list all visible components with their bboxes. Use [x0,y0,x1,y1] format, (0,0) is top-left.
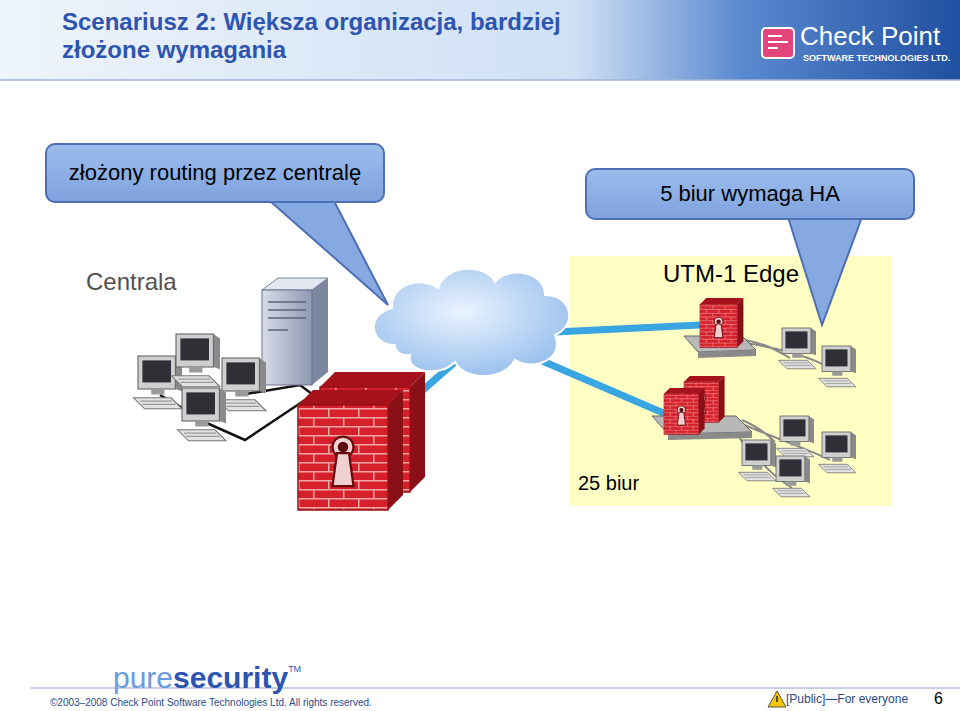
brand-text: pure [113,661,173,696]
copyright: ©2003–2008 Check Point Software Technolo… [50,697,372,709]
brand-text: security [173,661,288,696]
office-region: UTM-1 Edge 25 biur [570,256,892,506]
node-text: 5 biur wymaga HA [660,181,840,207]
callout-bubble: 5 biur wymaga HA [585,168,915,220]
logo-text: Check Point [800,22,940,52]
classification: [Public]—For everyone [786,693,908,707]
site-label: Centrala [86,268,177,296]
callout-bubble: złożony routing przez centralę [45,143,385,203]
node-text: złożony routing przez centralę [69,160,361,186]
slide-title: Scenariusz 2: Większa organizacja, bardz… [62,8,622,63]
node-text: UTM-1 Edge [570,260,892,288]
logo-subtitle: SOFTWARE TECHNOLOGIES LTD. [803,53,950,63]
trademark: TM [288,664,301,674]
page-number: 6 [934,690,943,708]
node-text: 25 biur [578,472,639,495]
